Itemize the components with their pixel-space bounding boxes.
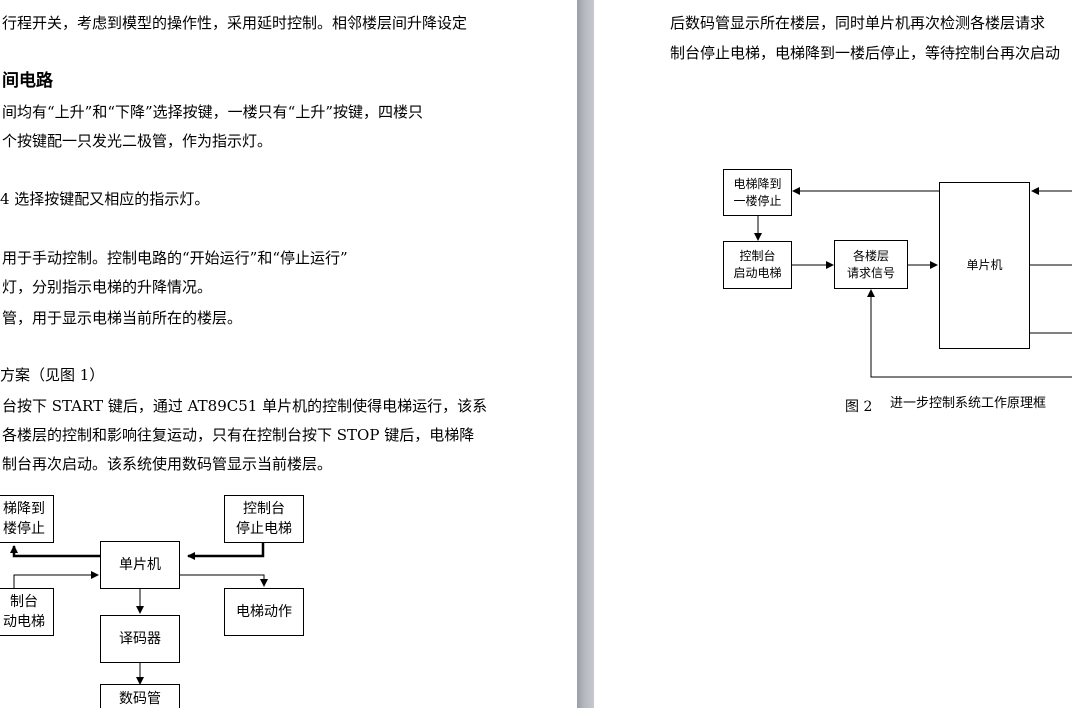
text-line: 制台再次启动。该系统使用数码管显示当前楼层。: [2, 455, 333, 473]
text-line: 个按键配一只发光二极管，作为指示灯。: [2, 132, 273, 150]
diagram-box-elevator-down: 电梯降到 一楼停止: [723, 169, 792, 216]
diagram-box-floor-request: 各楼层 请求信号: [834, 240, 908, 289]
text-line: 后数码管显示所在楼层，同时单片机再次检测各楼层请求: [670, 14, 1046, 32]
diagram-box-display: 数码管: [100, 684, 180, 708]
text-line: 间均有“上升”和“下降”选择按键，一楼只有“上升”按键，四楼只: [2, 103, 424, 121]
text-line: 灯，分别指示电梯的升降情况。: [2, 278, 213, 296]
text-line: 制台停止电梯，电梯降到一楼后停止，等待控制台再次启动: [670, 44, 1061, 62]
text-line: 行程开关，考虑到模型的操作性，采用延时控制。相邻楼层间升降设定: [2, 14, 468, 32]
diagram-box-elevator-action: 电梯动作: [224, 588, 304, 636]
text-line: 4 选择按键配又相应的指示灯。: [0, 190, 210, 208]
figure-2-connectors: [754, 187, 1072, 378]
text-line: 管，用于显示电梯当前所在的楼层。: [2, 309, 243, 327]
figure-caption-number: 图 2: [845, 399, 873, 415]
text-line: 用于手动控制。控制电路的“开始运行”和“停止运行”: [2, 249, 348, 267]
figure-caption-text: 进一步控制系统工作原理框: [890, 396, 1047, 411]
text-line: 各楼层的控制和影响往复运动，只有在控制台按下 STOP 键后，电梯降: [2, 426, 475, 444]
section-heading: 间电路: [2, 71, 53, 91]
page-gutter: [577, 0, 594, 708]
diagram-box-control-start: 制台 动电梯: [0, 588, 54, 636]
diagram-box-control-stop: 控制台 停止电梯: [224, 495, 304, 543]
diagram-box-mcu: 单片机: [939, 182, 1030, 349]
diagram-box-decoder: 译码器: [100, 615, 180, 663]
right-page: 后数码管显示所在楼层，同时单片机再次检测各楼层请求 制台停止电梯，电梯降到一楼后…: [594, 0, 1072, 708]
left-page: 行程开关，考虑到模型的操作性，采用延时控制。相邻楼层间升降设定 间电路 间均有“…: [0, 14, 488, 708]
diagram-box-mcu: 单片机: [100, 541, 180, 589]
figure-1-connectors: [10, 543, 268, 685]
text-line: 方案（见图 1）: [0, 366, 105, 384]
diagram-box-control-start: 控制台 启动电梯: [723, 241, 792, 289]
diagram-box-elevator-down: 梯降到 楼停止: [0, 495, 54, 543]
text-line: 台按下 START 键后，通过 AT89C51 单片机的控制使得电梯运行，该系: [2, 397, 488, 415]
